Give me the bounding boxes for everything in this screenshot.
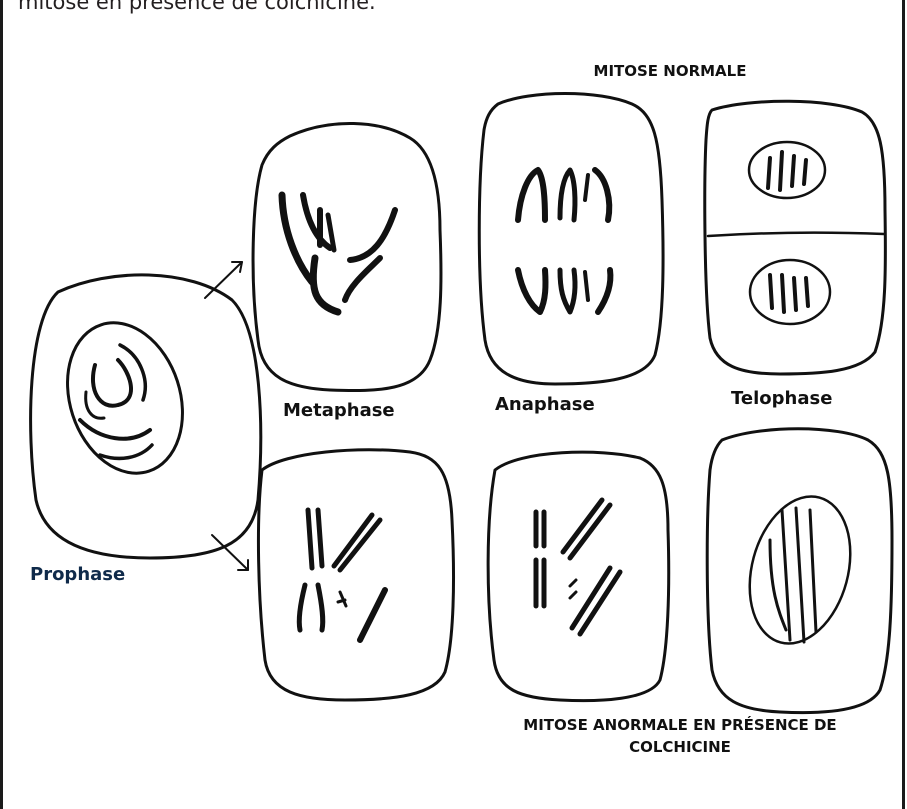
metaphase-cell	[253, 123, 441, 390]
label-metaphase: Metaphase	[283, 400, 395, 421]
prophase-cell	[31, 275, 261, 558]
label-prophase: Prophase	[30, 564, 125, 585]
heading-abnormal-mitosis: MITOSE ANORMALE EN PRÉSENCE DE COLCHICIN…	[490, 714, 870, 758]
arrow-to-abnormal-metaphase	[212, 535, 248, 570]
telophase-cell	[705, 101, 886, 374]
abnormal-anaphase-cell	[488, 452, 669, 700]
anaphase-cell	[479, 94, 663, 385]
abnormal-telophase-cell	[707, 429, 892, 713]
abnormal-metaphase-cell	[258, 450, 453, 700]
label-anaphase: Anaphase	[495, 394, 595, 415]
label-telophase: Telophase	[731, 388, 832, 409]
heading-normal-mitosis: MITOSE NORMALE	[560, 60, 780, 82]
